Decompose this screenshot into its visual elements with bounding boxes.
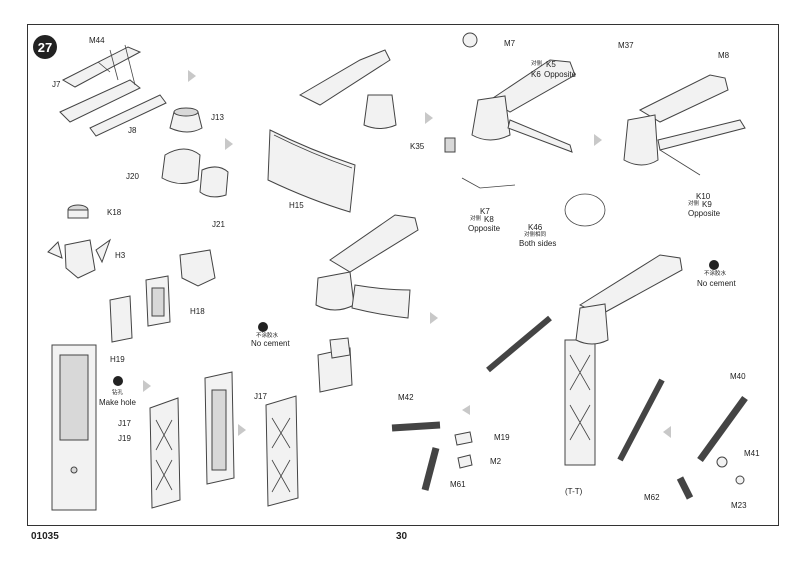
label-no-cement-2: No cement — [697, 279, 736, 288]
label-M44: M44 — [89, 36, 105, 45]
label-opposite-3: Opposite — [688, 209, 721, 218]
label-M41: M41 — [744, 449, 760, 458]
label-K6: K6 — [531, 70, 541, 79]
label-J20: J20 — [126, 172, 139, 181]
label-J7: J7 — [52, 80, 61, 89]
detail-circle-icon — [564, 193, 606, 227]
label-M37: M37 — [618, 41, 634, 50]
label-J19: J19 — [118, 434, 131, 443]
label-M19: M19 — [494, 433, 510, 442]
label-M62: M62 — [644, 493, 660, 502]
label-K5: K5 — [546, 60, 556, 69]
part-J17-plate — [51, 344, 97, 511]
label-K7: K7 — [480, 207, 490, 216]
label-H18: H18 — [190, 307, 205, 316]
cn-k5: 对侧 — [531, 61, 543, 67]
label-M8: M8 — [718, 51, 730, 60]
part-K18-H3 — [47, 204, 112, 279]
label-K35: K35 — [410, 142, 425, 151]
part-H18-H19 — [109, 249, 216, 343]
part-crane-middle — [315, 214, 419, 319]
label-K10: K10 — [696, 192, 711, 201]
label-no-cement-1: No cement — [251, 339, 290, 348]
label-tt: (T-T) — [565, 487, 583, 496]
cn-no-cement-2: 不涂胶水 — [704, 271, 727, 277]
label-opposite-1: Opposite — [544, 70, 577, 79]
part-crane-top — [298, 49, 397, 129]
label-M7: M7 — [504, 39, 516, 48]
label-M42: M42 — [398, 393, 414, 402]
page-frame — [27, 24, 779, 526]
cn-make-hole: 钻孔 — [112, 390, 124, 396]
label-K46: K46 — [528, 223, 543, 232]
label-J17: J17 — [118, 419, 131, 428]
page-number: 30 — [396, 531, 408, 542]
glue-drop-icon — [462, 32, 478, 48]
part-crane-final — [486, 254, 683, 466]
label-H19: H19 — [110, 355, 125, 364]
label-M40: M40 — [730, 372, 746, 381]
label-M23: M23 — [731, 501, 747, 510]
part-crane-K35 — [444, 59, 576, 189]
label-opposite-2: Opposite — [468, 224, 501, 233]
footer-code: 01035 — [31, 531, 59, 542]
step-number-badge: 27 — [33, 35, 57, 59]
cn-k46: 对侧相同 — [524, 232, 547, 238]
part-M40-M62 — [676, 395, 748, 500]
label-K18: K18 — [107, 208, 122, 217]
part-assembled-box — [265, 337, 353, 507]
part-J13-J20-J21 — [161, 107, 229, 198]
cn-no-cement-1: 不涂胶水 — [256, 333, 279, 339]
label-J13: J13 — [211, 113, 224, 122]
label-H3: H3 — [115, 251, 126, 260]
label-K9: K9 — [702, 200, 712, 209]
no-cement-icon — [258, 260, 719, 332]
label-J8: J8 — [128, 126, 137, 135]
part-M42-M61 — [391, 421, 473, 491]
label-M61: M61 — [450, 480, 466, 489]
part-J19-box — [149, 371, 235, 509]
part-H15-shield — [267, 129, 356, 213]
label-both-sides: Both sides — [519, 239, 557, 248]
part-J7-J8-M44 — [59, 44, 167, 137]
drill-icon — [113, 376, 123, 386]
label-J21: J21 — [212, 220, 225, 229]
label-J17-b: J17 — [254, 392, 267, 401]
step-arrow-icon — [143, 70, 671, 438]
label-make-hole: Make hole — [99, 398, 136, 407]
label-H15: H15 — [289, 201, 304, 210]
cn-k8: 对侧 — [470, 216, 482, 222]
cn-k9: 对侧 — [688, 201, 700, 207]
part-crane-K10 — [623, 74, 746, 176]
label-M2: M2 — [490, 457, 502, 466]
label-K8: K8 — [484, 215, 494, 224]
